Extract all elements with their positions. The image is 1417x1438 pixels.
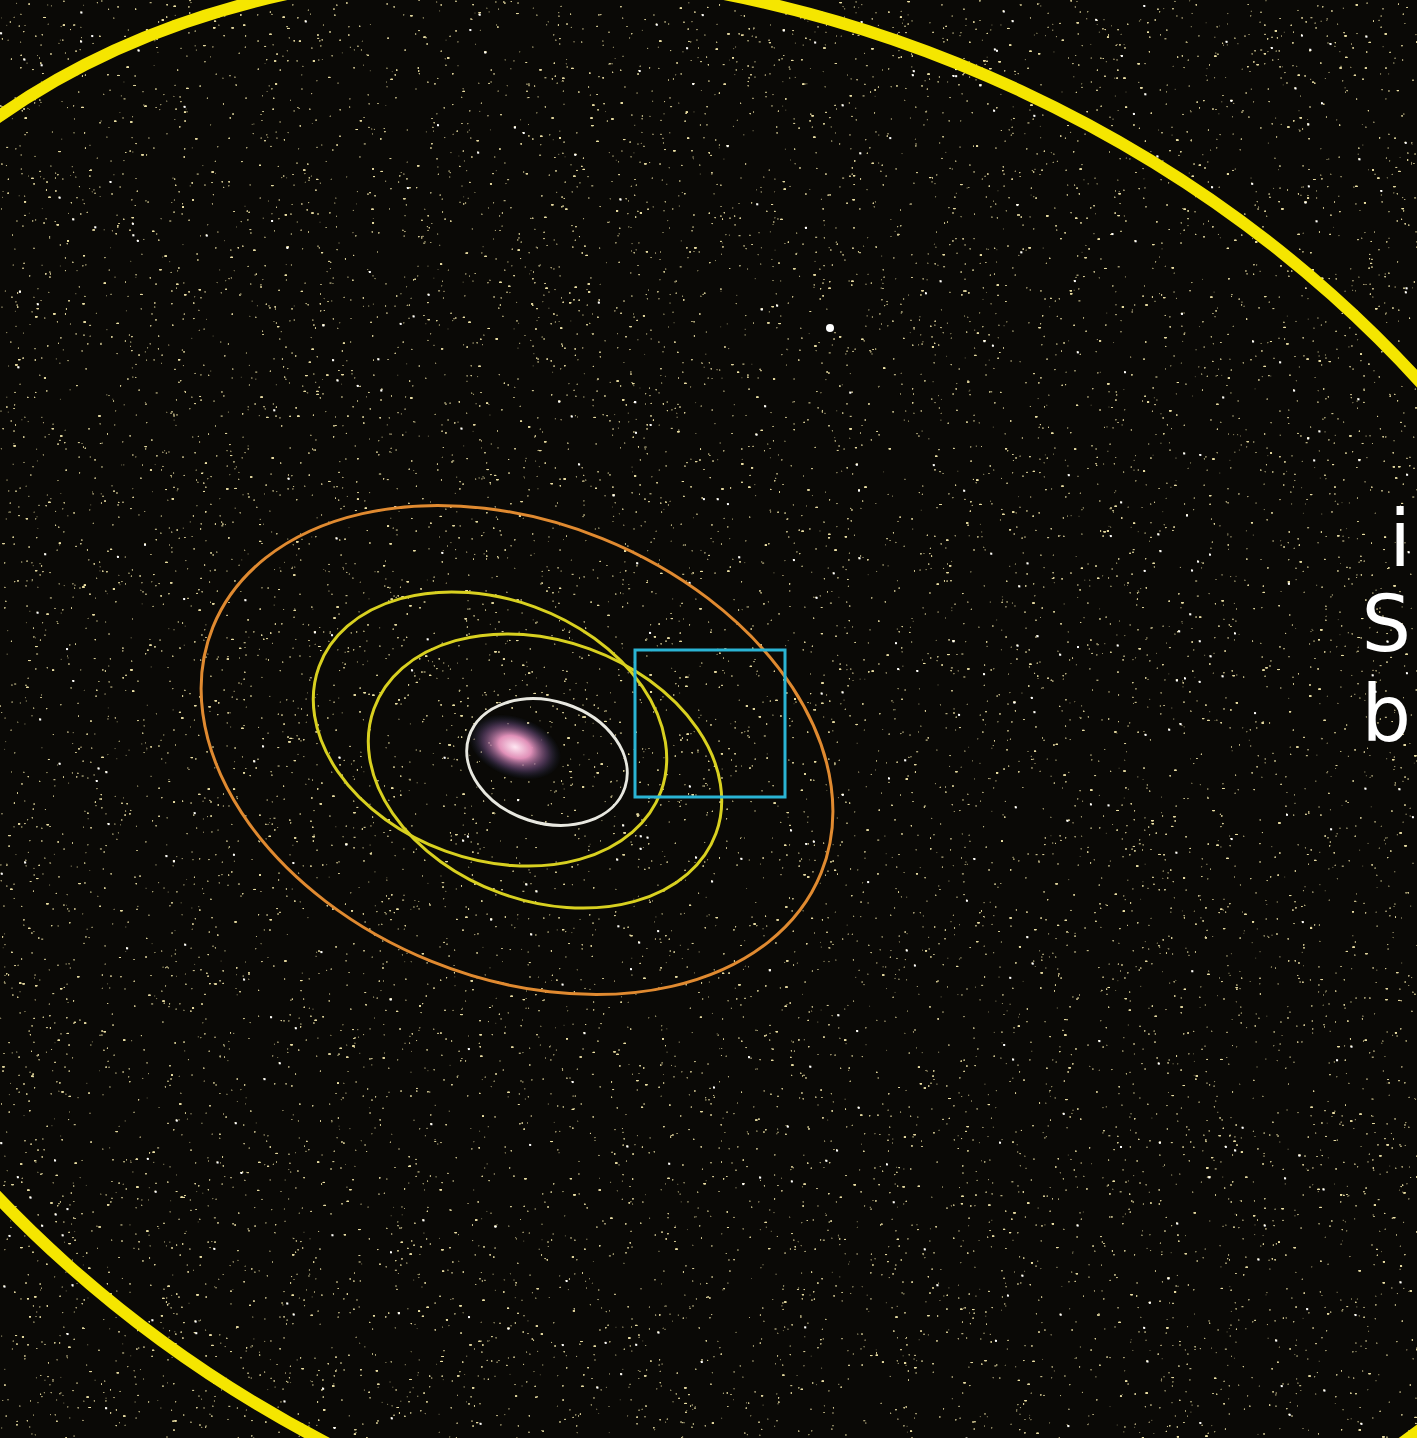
- cropped-caption-letter: S: [1361, 585, 1411, 663]
- cropped-caption-letter: i: [1389, 500, 1411, 578]
- inner-orbit: [450, 679, 644, 846]
- yellow-orbit: [330, 587, 761, 956]
- yellow-orbit: [275, 545, 706, 914]
- survey-field-box: [635, 650, 785, 797]
- cropped-caption-letter: b: [1361, 675, 1411, 753]
- galaxy-core: [460, 702, 571, 791]
- orange-orbit: [127, 416, 906, 1085]
